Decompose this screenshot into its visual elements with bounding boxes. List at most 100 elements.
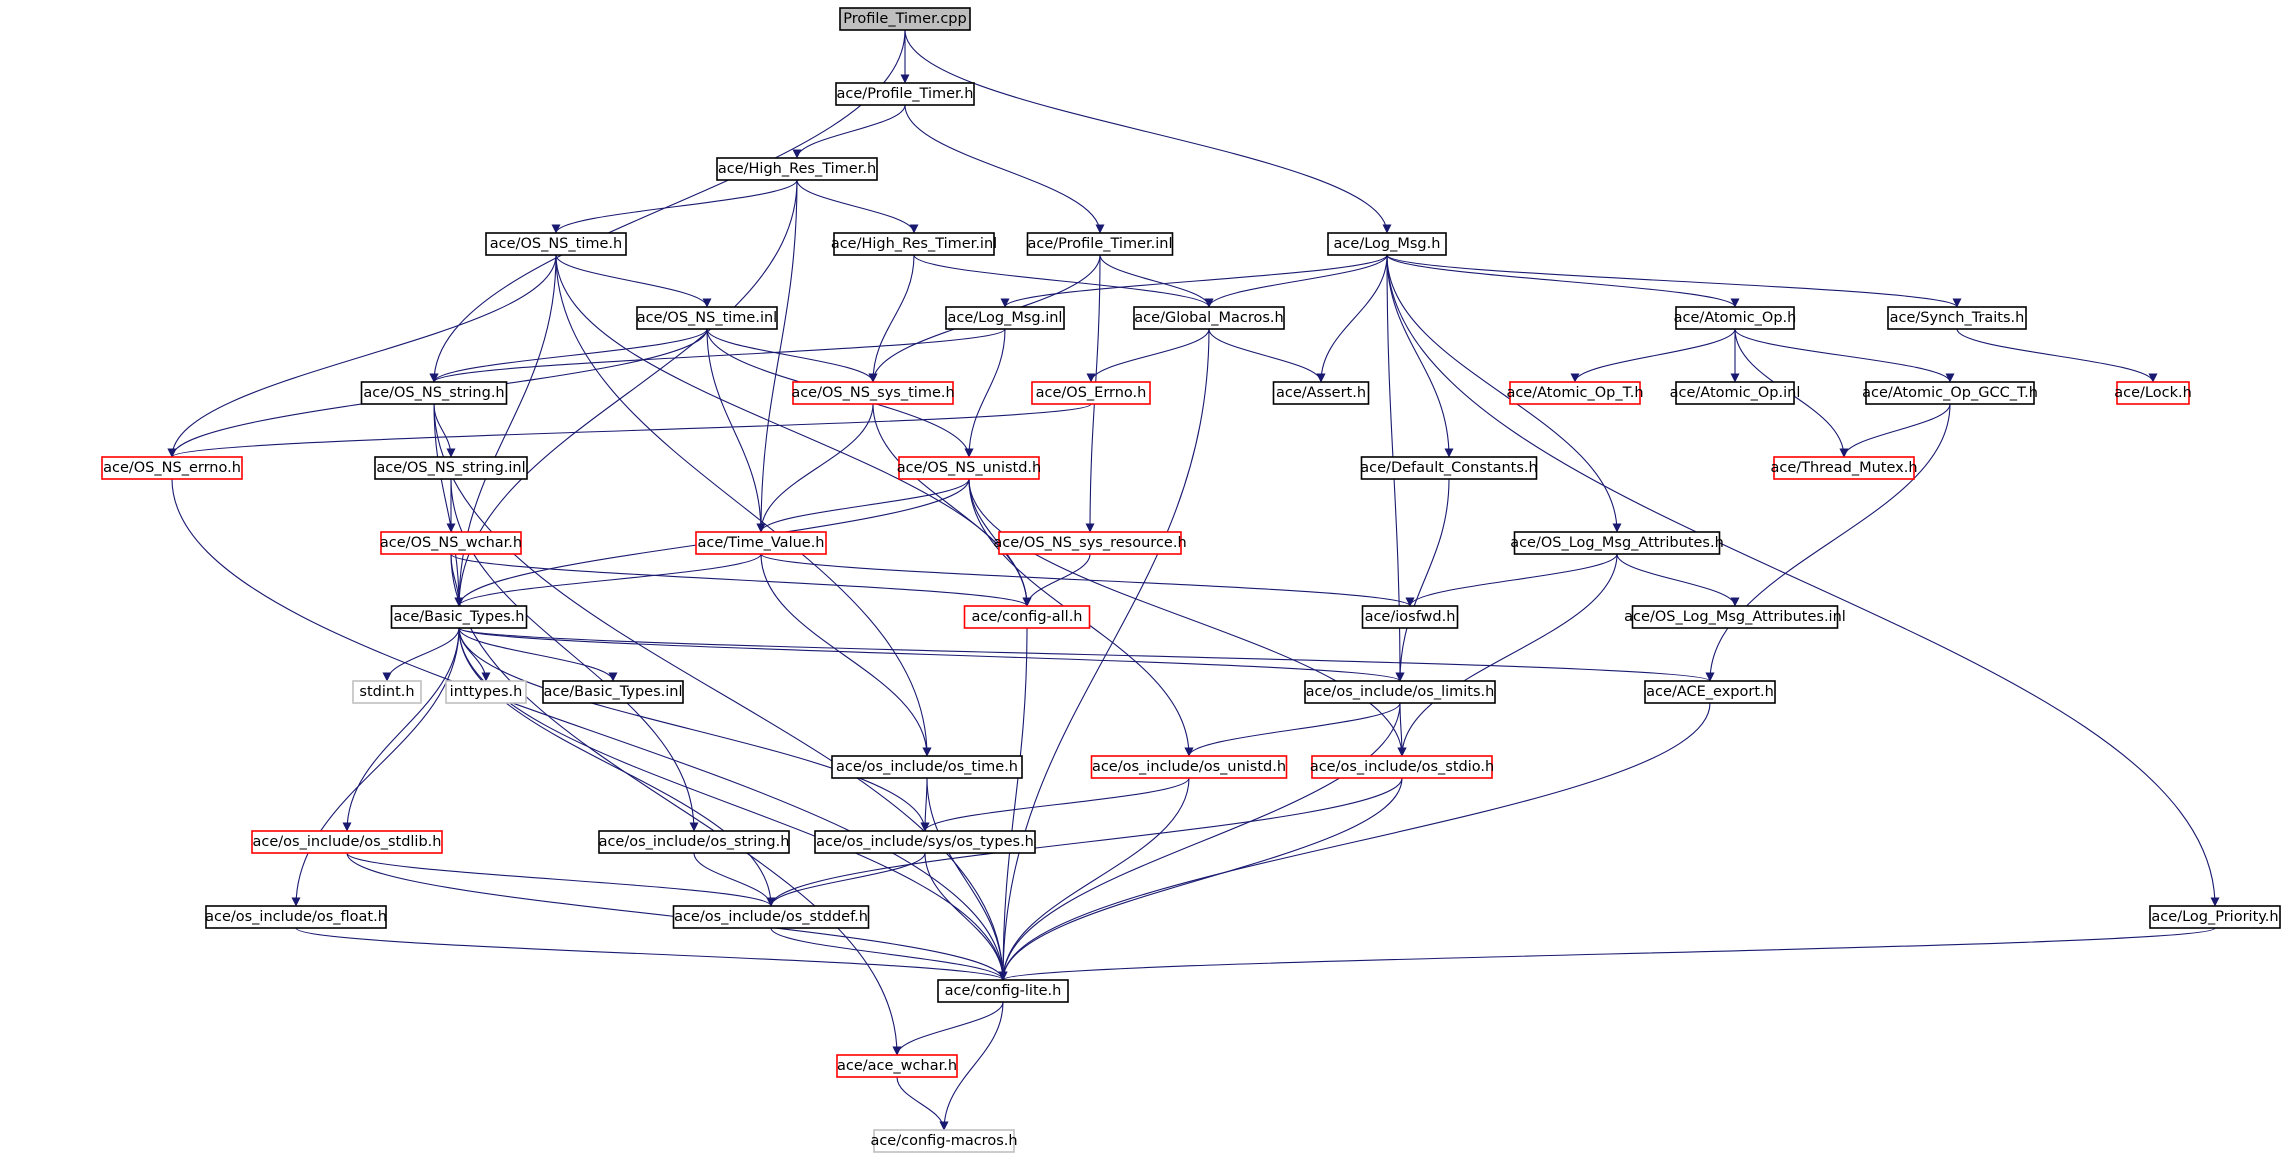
node-os-unistd-h[interactable]: ace/os_include/os_unistd.h xyxy=(1090,755,1288,779)
node-os-ns-errno-h[interactable]: ace/OS_NS_errno.h xyxy=(101,456,243,480)
node-label: ace/OS_NS_string.inl xyxy=(376,460,525,476)
node-os-ns-string-inl[interactable]: ace/OS_NS_string.inl xyxy=(374,456,528,480)
node-high-res-timer-inl[interactable]: ace/High_Res_Timer.inl xyxy=(831,232,997,256)
node-box xyxy=(839,7,971,31)
node-box xyxy=(2116,381,2190,405)
node-stdint-h[interactable]: stdint.h xyxy=(352,680,422,704)
node-os-float-h[interactable]: ace/os_include/os_float.h xyxy=(205,905,387,929)
edge-atomic_op_gcc_t_h-to-ace_export_h xyxy=(1705,403,1951,682)
node-thread-mutex-h[interactable]: ace/Thread_Mutex.h xyxy=(1770,456,1918,480)
node-box xyxy=(1026,232,1174,256)
node-log-msg-h[interactable]: ace/Log_Msg.h xyxy=(1327,232,1447,256)
node-box xyxy=(1887,306,2027,330)
edge-basic_types_h-to-os_types_h xyxy=(458,627,930,832)
node-label: ace/Basic_Types.h xyxy=(394,609,525,625)
node-global-macros-h[interactable]: ace/Global_Macros.h xyxy=(1133,306,1285,330)
node-assert-h[interactable]: ace/Assert.h xyxy=(1272,381,1370,405)
node-profile-timer-inl[interactable]: ace/Profile_Timer.inl xyxy=(1026,232,1174,256)
node-time-value-h[interactable]: ace/Time_Value.h xyxy=(695,531,827,555)
node-label: ace/config-macros.h xyxy=(870,1133,1017,1149)
node-box xyxy=(672,905,870,929)
edge-os_ns_wchar_h-to-config_all_h xyxy=(450,553,1032,607)
node-lock-h[interactable]: ace/Lock.h xyxy=(2114,381,2192,405)
node-config-macros-h[interactable]: ace/config-macros.h xyxy=(870,1129,1018,1153)
node-label: ace/OS_NS_unistd.h xyxy=(897,460,1041,476)
node-basic-types-inl[interactable]: ace/Basic_Types.inl xyxy=(542,680,684,704)
edge-log_msg_inl-to-os_ns_string_h xyxy=(429,328,1006,383)
node-ace-wchar-h[interactable]: ace/ace_wchar.h xyxy=(836,1054,958,1078)
node-os-log-msg-attributes-h[interactable]: ace/OS_Log_Msg_Attributes.h xyxy=(1510,531,1724,555)
edge-os_ns_time_h-to-os_ns_time_inl xyxy=(555,254,712,308)
edge-log_msg_h-to-log_priority_h xyxy=(1386,254,2220,907)
edge-config_lite_h-to-ace_wchar_h xyxy=(892,1001,1004,1056)
node-os-ns-time-h[interactable]: ace/OS_NS_time.h xyxy=(485,232,627,256)
node-os-ns-wchar-h[interactable]: ace/OS_NS_wchar.h xyxy=(380,531,522,555)
node-os-string-h[interactable]: ace/os_include/os_string.h xyxy=(598,830,790,854)
node-label: ace/Log_Priority.h xyxy=(2151,909,2278,925)
node-box xyxy=(636,306,778,330)
node-label: ace/Atomic_Op.h xyxy=(1674,310,1797,326)
node-inttypes-h[interactable]: inttypes.h xyxy=(445,680,527,704)
node-label: ace/os_include/os_string.h xyxy=(599,834,790,850)
edge-atomic_op_gcc_t_h-to-thread_mutex_h xyxy=(1839,403,1951,458)
node-os-stddef-h[interactable]: ace/os_include/os_stddef.h xyxy=(672,905,870,929)
edge-time_value_h-to-os_time_h xyxy=(760,553,932,757)
edge-os_ns_string_h-to-config_lite_h xyxy=(433,403,1008,981)
node-default-constants-h[interactable]: ace/Default_Constants.h xyxy=(1360,456,1538,480)
node-label: ace/os_include/sys/os_types.h xyxy=(816,834,1034,850)
node-os-stdlib-h[interactable]: ace/os_include/os_stdlib.h xyxy=(251,830,443,854)
node-label: ace/ace_wchar.h xyxy=(837,1058,957,1074)
edge-os_string_h-to-os_stddef_h xyxy=(693,852,776,907)
node-profile-timer-h[interactable]: ace/Profile_Timer.h xyxy=(835,82,975,106)
node-ace-export-h[interactable]: ace/ACE_export.h xyxy=(1644,680,1776,704)
node-os-ns-unistd-h[interactable]: ace/OS_NS_unistd.h xyxy=(897,456,1041,480)
node-os-types-h[interactable]: ace/os_include/sys/os_types.h xyxy=(814,830,1036,854)
node-os-ns-string-h[interactable]: ace/OS_NS_string.h xyxy=(360,381,508,405)
edge-os_ns_time_inl-to-time_value_h xyxy=(706,328,766,533)
edge-os_limits_h-to-os_unistd_h xyxy=(1184,702,1401,757)
edge-time_value_h-to-iosfwd_h xyxy=(760,553,1415,607)
node-log-msg-inl[interactable]: ace/Log_Msg.inl xyxy=(945,306,1065,330)
node-atomic-op-inl[interactable]: ace/Atomic_Op.inl xyxy=(1670,381,1801,405)
edge-global_macros_h-to-os_errno_h xyxy=(1086,328,1210,383)
edge-time_value_h-to-basic_types_h xyxy=(454,553,762,607)
node-label: ace/Assert.h xyxy=(1276,385,1366,401)
node-config-lite-h[interactable]: ace/config-lite.h xyxy=(937,979,1069,1003)
node-os-time-h[interactable]: ace/os_include/os_time.h xyxy=(831,755,1023,779)
node-os-ns-time-inl[interactable]: ace/OS_NS_time.inl xyxy=(636,306,778,330)
node-high-res-timer-h[interactable]: ace/High_Res_Timer.h xyxy=(716,157,878,181)
node-label: ace/iosfwd.h xyxy=(1365,609,1456,625)
node-box xyxy=(1644,680,1776,704)
node-os-errno-h[interactable]: ace/OS_Errno.h xyxy=(1031,381,1151,405)
node-os-stdio-h[interactable]: ace/os_include/os_stdio.h xyxy=(1310,755,1494,779)
node-config-all-h[interactable]: ace/config-all.h xyxy=(963,605,1091,629)
node-box xyxy=(2149,905,2281,929)
node-atomic-op-h[interactable]: ace/Atomic_Op.h xyxy=(1674,306,1797,330)
node-os-limits-h[interactable]: ace/os_include/os_limits.h xyxy=(1304,680,1496,704)
node-atomic-op-t-h[interactable]: ace/Atomic_Op_T.h xyxy=(1506,381,1644,405)
node-atomic-op-gcc-t-h[interactable]: ace/Atomic_Op_GCC_T.h xyxy=(1862,381,2038,405)
node-synch-traits-h[interactable]: ace/Synch_Traits.h xyxy=(1887,306,2027,330)
node-label: ace/os_include/os_unistd.h xyxy=(1092,759,1286,775)
edge-basic_types_h-to-os_stdlib_h xyxy=(342,627,460,832)
edge-log_msg_h-to-log_msg_inl xyxy=(1000,254,1388,308)
node-box xyxy=(205,905,387,929)
node-profile-timer-cpp[interactable]: Profile_Timer.cpp xyxy=(839,7,971,31)
node-label: ace/High_Res_Timer.h xyxy=(718,161,876,177)
node-iosfwd-h[interactable]: ace/iosfwd.h xyxy=(1361,605,1459,629)
node-os-ns-sys-resource-h[interactable]: ace/OS_NS_sys_resource.h xyxy=(993,531,1187,555)
edge-os_ns_string_h-to-basic_types_h xyxy=(433,403,464,607)
edge-basic_types_h-to-os_float_h xyxy=(291,627,460,907)
node-os-log-msg-attributes-inl[interactable]: ace/OS_Log_Msg_Attributes.inl xyxy=(1624,605,1846,629)
node-basic-types-h[interactable]: ace/Basic_Types.h xyxy=(390,605,528,629)
edge-high_res_timer_inl-to-os_ns_sys_time_h xyxy=(868,254,915,383)
edge-log_msg_h-to-synch_traits_h xyxy=(1386,254,1962,308)
edge-os_unistd_h-to-config_lite_h xyxy=(998,777,1190,981)
node-box xyxy=(542,680,684,704)
node-os-ns-sys-time-h[interactable]: ace/OS_NS_sys_time.h xyxy=(791,381,955,405)
edge-default_constants_h-to-os_limits_h xyxy=(1395,478,1450,682)
node-label: ace/Atomic_Op_GCC_T.h xyxy=(1862,385,2038,401)
node-box xyxy=(1513,531,1721,555)
edge-basic_types_h-to-basic_types_inl xyxy=(458,627,618,682)
node-log-priority-h[interactable]: ace/Log_Priority.h xyxy=(2149,905,2281,929)
